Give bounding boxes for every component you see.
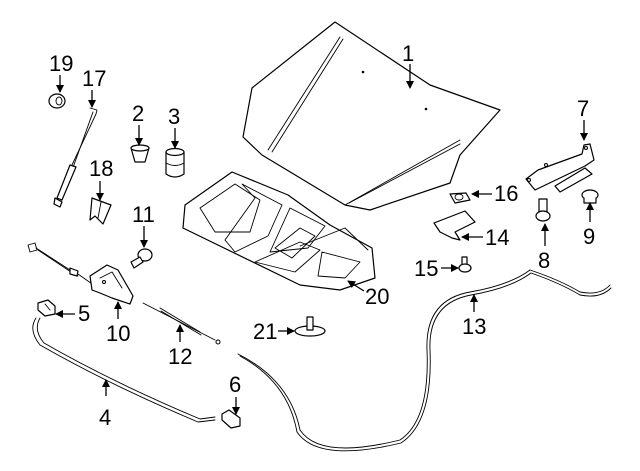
callout-2[interactable]: 2 <box>132 101 144 126</box>
grommet[interactable] <box>581 189 599 204</box>
callout-7[interactable]: 7 <box>577 96 589 121</box>
bumper-stop[interactable] <box>165 147 185 178</box>
callout-1[interactable]: 1 <box>402 41 414 66</box>
hinge[interactable] <box>525 143 595 193</box>
latch[interactable] <box>27 242 134 305</box>
bolt[interactable] <box>458 256 472 273</box>
prop-rod-clip[interactable] <box>89 197 112 225</box>
clip[interactable] <box>449 192 471 204</box>
leader-20 <box>347 280 365 292</box>
retainer[interactable] <box>294 316 326 337</box>
callout-11[interactable]: 11 <box>132 202 155 227</box>
callout-16[interactable]: 16 <box>494 181 518 206</box>
callout-13[interactable]: 13 <box>462 314 486 339</box>
prop-rod[interactable] <box>53 107 98 208</box>
callout-10[interactable]: 10 <box>106 321 130 346</box>
callout-20[interactable]: 20 <box>365 284 389 309</box>
callout-19[interactable]: 19 <box>49 51 73 76</box>
callout-labels: 1 2 3 4 5 6 7 8 9 10 11 12 13 14 15 16 1… <box>49 41 595 430</box>
callout-6[interactable]: 6 <box>229 372 241 397</box>
hinge-bolt[interactable] <box>535 198 551 222</box>
release-cable[interactable] <box>237 269 612 452</box>
callout-21[interactable]: 21 <box>253 319 277 344</box>
callout-5[interactable]: 5 <box>78 301 90 326</box>
seal-end-clip-left[interactable] <box>37 299 56 317</box>
callout-8[interactable]: 8 <box>538 248 550 273</box>
prop-rod-grommet[interactable] <box>48 93 66 109</box>
hood-insulator[interactable] <box>182 171 376 291</box>
seal-end-clip-right[interactable] <box>221 409 241 429</box>
callout-12[interactable]: 12 <box>168 344 192 369</box>
callout-17[interactable]: 17 <box>82 66 106 91</box>
callout-15[interactable]: 15 <box>414 256 438 281</box>
front-seal[interactable] <box>32 317 216 423</box>
hood-panel[interactable] <box>242 21 501 211</box>
bumper-cap[interactable] <box>130 144 150 163</box>
callout-9[interactable]: 9 <box>583 224 595 249</box>
callout-18[interactable]: 18 <box>89 156 113 181</box>
insulator-pad[interactable] <box>433 210 476 241</box>
callout-4[interactable]: 4 <box>99 405 111 430</box>
latch-bolt[interactable] <box>130 248 153 269</box>
callout-14[interactable]: 14 <box>485 225 509 250</box>
latch-cable[interactable] <box>142 302 221 345</box>
callout-3[interactable]: 3 <box>168 104 180 129</box>
leader-lines <box>55 64 594 415</box>
